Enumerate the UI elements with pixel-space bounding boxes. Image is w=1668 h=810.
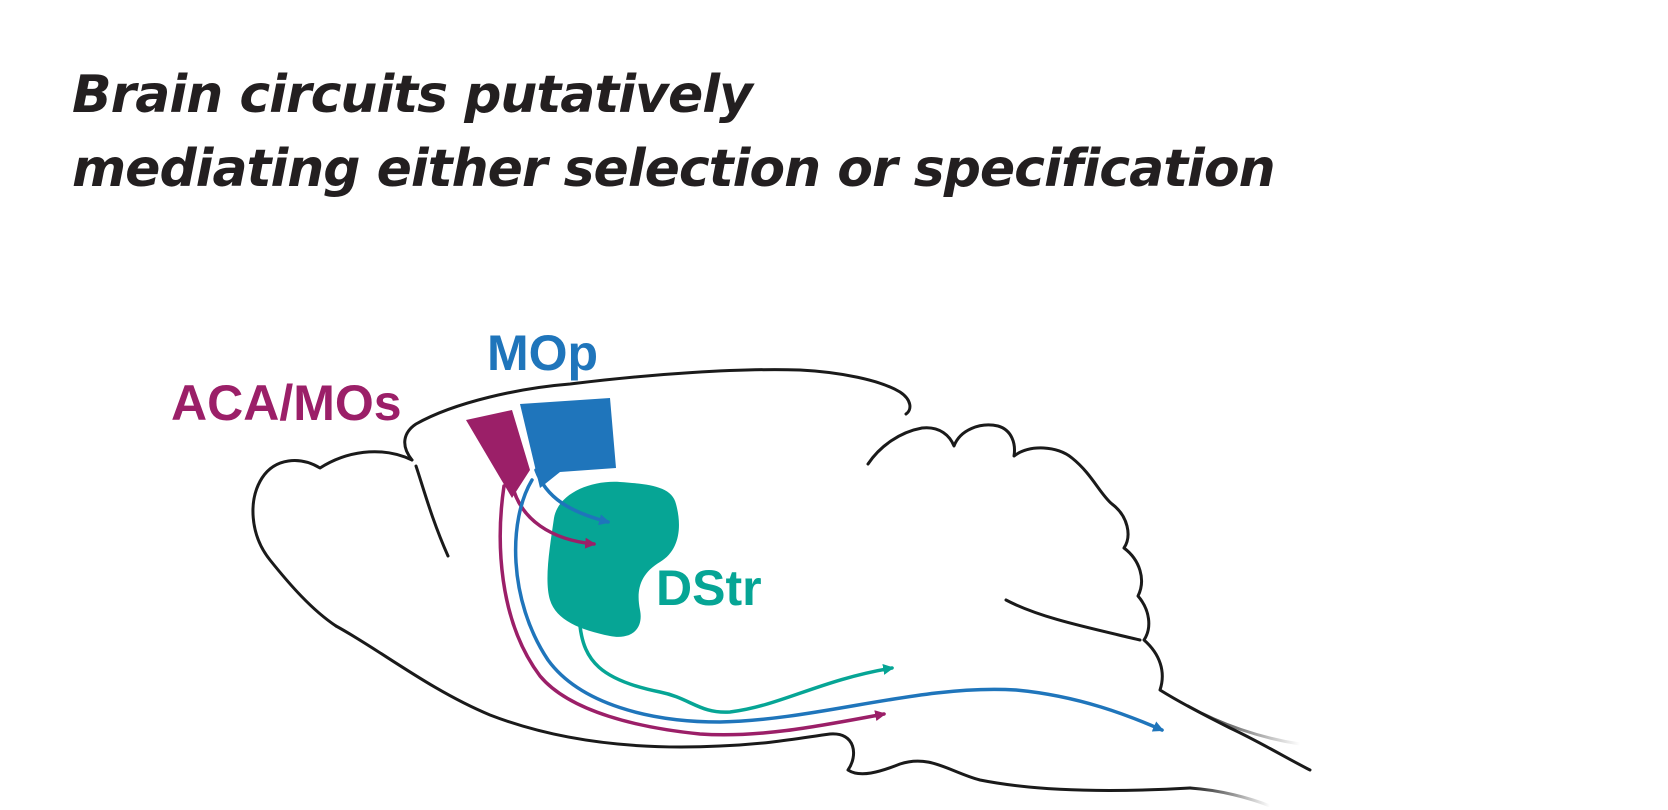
figure-title-line-1: Brain circuits putatively — [72, 65, 753, 125]
dstr-to-target-arrow — [578, 624, 895, 714]
mop-to-dstr-arrow — [534, 468, 611, 526]
mop-to-brainstem-arrow — [513, 478, 1165, 732]
aca-mos-to-brainstem-arrow — [498, 484, 887, 737]
medulla-outline — [1186, 704, 1302, 746]
cerebellum-outline — [866, 423, 1312, 772]
aca-mos-region — [466, 410, 530, 498]
dstr-region — [547, 481, 679, 637]
figure-title: Brain circuits putatively mediating eith… — [72, 58, 1276, 206]
aca-mos-to-dstr-arrow — [510, 482, 597, 549]
olfactory-bulb-outline — [251, 450, 414, 628]
rhinal-fissure-outline — [414, 464, 450, 558]
mop-label: MOp — [487, 325, 598, 381]
ventral-outline — [334, 624, 1192, 792]
aca-mos-label: ACA/MOs — [171, 375, 402, 431]
brainstem-outline — [1188, 786, 1272, 808]
cerebellum-fold — [1004, 598, 1142, 642]
dstr-label: DStr — [656, 560, 762, 616]
mop-region — [520, 398, 616, 488]
figure-title-line-2: mediating either selection or specificat… — [72, 139, 1276, 199]
brain-outline — [403, 368, 912, 462]
